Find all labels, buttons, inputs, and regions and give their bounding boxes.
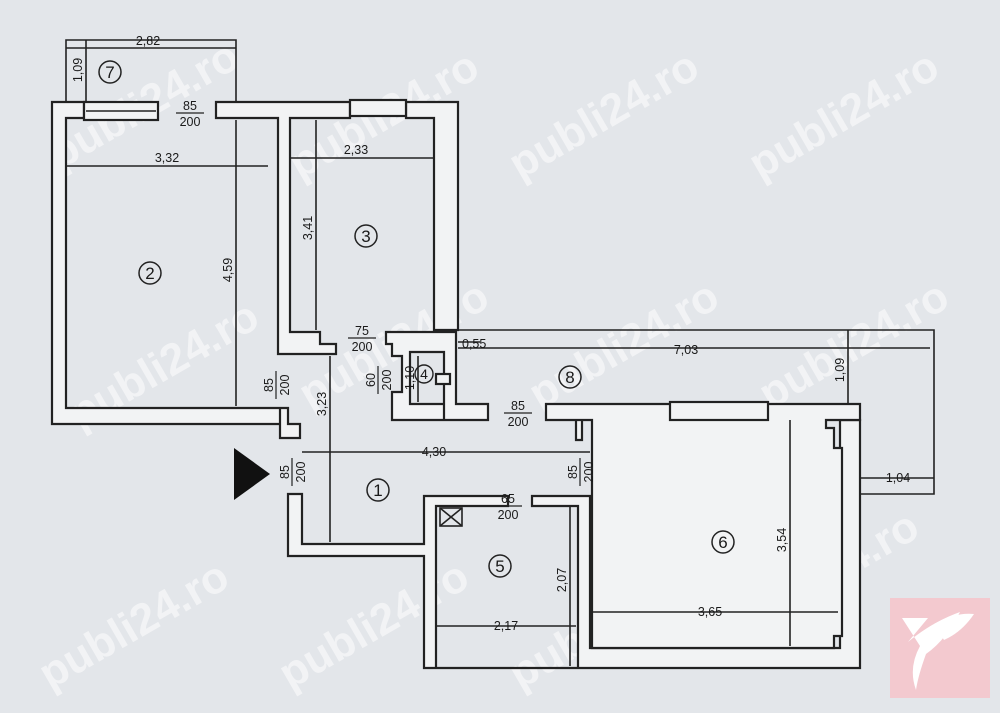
door-balcony8-label: 85 200 bbox=[504, 399, 532, 429]
room-number: 4 bbox=[420, 366, 428, 382]
room-3-window bbox=[348, 98, 408, 118]
door-width: 65 bbox=[501, 492, 515, 506]
dimension-lines bbox=[66, 40, 934, 666]
room-1-walls bbox=[286, 418, 862, 670]
room-number: 3 bbox=[361, 227, 370, 246]
balcony-7-outline bbox=[65, 39, 237, 102]
door-height: 200 bbox=[294, 462, 308, 483]
bathroom-4-shaft bbox=[434, 372, 452, 386]
dim-label: 4,59 bbox=[221, 258, 235, 282]
dim-label: 3,23 bbox=[315, 392, 329, 416]
dim-label: 1,10 bbox=[403, 366, 417, 390]
door-height: 200 bbox=[380, 370, 394, 391]
watermark-text: publi24.ro bbox=[751, 271, 958, 419]
room-4-marker: 4 bbox=[414, 364, 434, 384]
dim-label: 2,17 bbox=[494, 619, 518, 633]
entrance-arrow-icon bbox=[234, 448, 270, 500]
dim-label: 2,82 bbox=[136, 34, 160, 48]
room-7-marker: 7 bbox=[98, 60, 122, 84]
door-height: 200 bbox=[352, 340, 373, 354]
room-number: 2 bbox=[145, 264, 154, 283]
door-height: 200 bbox=[180, 115, 201, 129]
door-height: 200 bbox=[582, 462, 596, 483]
watermark-text: publi24.ro bbox=[31, 551, 238, 699]
room-number: 5 bbox=[495, 557, 504, 576]
dim-label: 7,03 bbox=[674, 343, 698, 357]
dim-label: 1,04 bbox=[886, 471, 910, 485]
dim-label: 1,09 bbox=[833, 358, 847, 382]
dim-label: 0,55 bbox=[462, 337, 486, 351]
door-bath5-label: 65 200 bbox=[494, 492, 522, 522]
door-width: 85 bbox=[262, 378, 276, 392]
room-2-walls bbox=[50, 100, 302, 440]
room-number: 1 bbox=[373, 481, 382, 500]
watermark-text: publi24.ro bbox=[741, 41, 948, 189]
door-height: 200 bbox=[498, 508, 519, 522]
dim-label: 3,41 bbox=[301, 216, 315, 240]
door-entry-label: 85 200 bbox=[278, 458, 308, 486]
dim-label: 4,30 bbox=[422, 445, 446, 459]
door-width: 85 bbox=[566, 465, 580, 479]
room-3-marker: 3 bbox=[354, 224, 378, 248]
dim-label: 3,54 bbox=[775, 528, 789, 552]
door-bath4-label: 60 200 bbox=[364, 366, 394, 394]
dim-label: 1,09 bbox=[71, 58, 85, 82]
room-numbers: 7 2 3 4 8 1 5 6 bbox=[98, 60, 735, 578]
watermark-text: publi24.ro bbox=[271, 551, 478, 699]
door-width: 85 bbox=[278, 465, 292, 479]
dimension-labels: 2,82 1,09 3,32 4,59 2,33 3,41 3,23 1,10 … bbox=[71, 34, 910, 633]
room-6-marker: 6 bbox=[711, 530, 735, 554]
room-2-marker: 2 bbox=[138, 261, 162, 285]
dim-label: 3,65 bbox=[698, 605, 722, 619]
door-labels: 85 200 85 200 75 200 60 200 85 200 85 20… bbox=[176, 99, 596, 522]
door-height: 200 bbox=[278, 375, 292, 396]
room-number: 7 bbox=[105, 63, 114, 82]
room-6-window bbox=[668, 400, 770, 422]
door-room6-label: 85 200 bbox=[566, 458, 596, 486]
room-number: 8 bbox=[565, 368, 574, 387]
room-6-walls bbox=[544, 402, 862, 650]
room-1-marker: 1 bbox=[366, 478, 390, 502]
door-room2-label: 85 200 bbox=[262, 371, 292, 399]
door-height: 200 bbox=[508, 415, 529, 429]
dim-label: 3,32 bbox=[155, 151, 179, 165]
room-8-marker: 8 bbox=[558, 365, 582, 389]
dim-label: 2,07 bbox=[555, 568, 569, 592]
door-width: 60 bbox=[364, 373, 378, 387]
watermark-text: publi24.ro bbox=[501, 41, 708, 189]
door-width: 75 bbox=[355, 324, 369, 338]
publi24-logo bbox=[890, 598, 990, 698]
bathroom-4-walls bbox=[384, 330, 490, 422]
ventilation-icon bbox=[439, 507, 463, 527]
door-room3-label: 75 200 bbox=[348, 324, 376, 354]
room-5-marker: 5 bbox=[488, 554, 512, 578]
door-width: 85 bbox=[183, 99, 197, 113]
room-3-walls bbox=[214, 100, 460, 356]
dim-label: 2,33 bbox=[344, 143, 368, 157]
balcony-8-outline bbox=[458, 329, 935, 495]
room-number: 6 bbox=[718, 533, 727, 552]
door-width: 85 bbox=[511, 399, 525, 413]
door-room2-window-label: 85 200 bbox=[176, 99, 204, 129]
